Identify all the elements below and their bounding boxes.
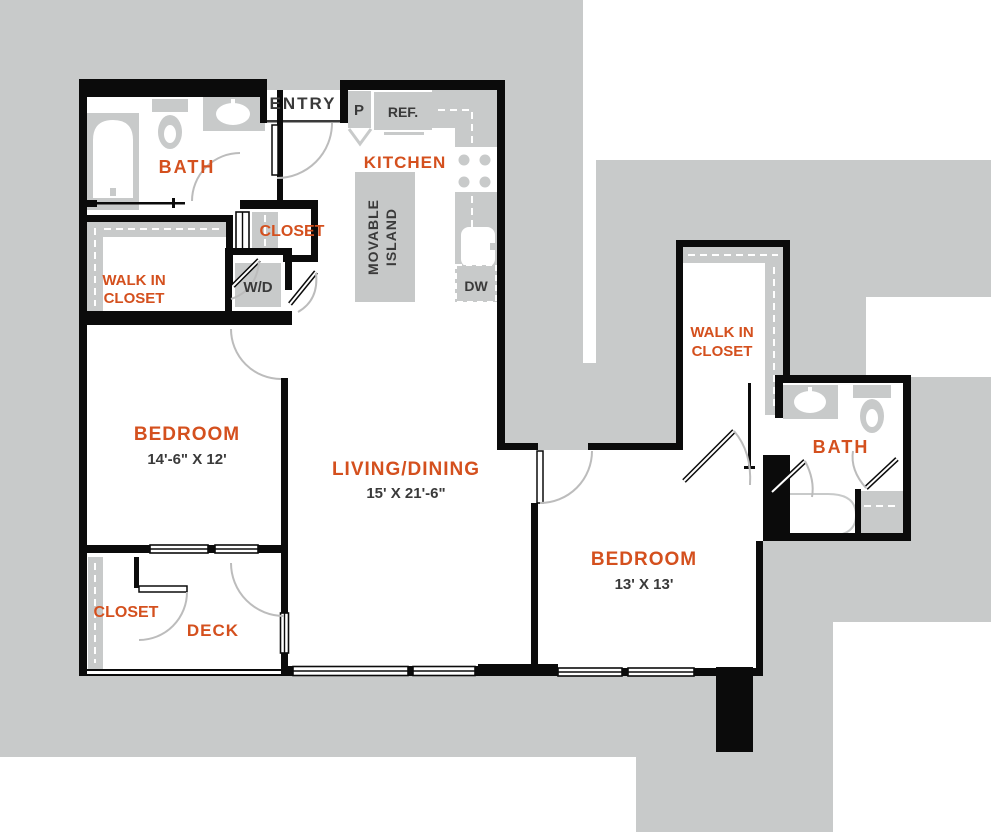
bath-1-label: BATH: [159, 157, 216, 177]
pantry-cabinet: [347, 91, 373, 147]
bathtub-1: [87, 113, 139, 210]
windows-layer: [149, 544, 695, 677]
refrigerator-box: [374, 92, 432, 135]
linen-closet-door: [851, 450, 899, 490]
bedroom-1-door-arc: [230, 328, 282, 380]
living-dining-label: LIVING/DINING: [332, 459, 480, 480]
sink-1: [203, 97, 265, 131]
dishwasher-label: DW: [464, 278, 488, 294]
island-label-line2: ISLAND: [383, 208, 399, 266]
closet-2-door: [138, 585, 188, 641]
entry-label: ENTRY: [270, 94, 337, 113]
walk-in-closet-1-label-line1: WALK IN: [102, 272, 165, 289]
room-interiors: [87, 90, 903, 670]
deck-door-arc: [230, 562, 285, 617]
stove: [452, 147, 497, 192]
bath-1-door-arc: [191, 152, 241, 202]
bath-2-door: [770, 459, 814, 498]
bedroom-1-label: BEDROOM: [134, 424, 240, 445]
hall-closet-label: CLOSET: [260, 223, 325, 240]
refrigerator-label: REF.: [388, 104, 418, 120]
walls-layer: [79, 79, 911, 752]
kitchen-label: KITCHEN: [364, 153, 447, 172]
bedroom-2-label: BEDROOM: [591, 549, 697, 570]
walk-in-closet-2-label-line1: WALK IN: [690, 324, 753, 341]
walk-in-closet-1-door: [230, 258, 261, 300]
washer-dryer-label: W/D: [243, 279, 272, 296]
bedroom-1-dimensions: 14'-6" X 12': [147, 451, 226, 468]
bath-2-label: BATH: [813, 437, 870, 457]
toilet-2: [853, 385, 891, 433]
island-label-line1: MOVABLE: [365, 199, 381, 275]
deck-label: DECK: [187, 621, 239, 640]
dishwasher-box: [455, 264, 497, 303]
bedroom-2-dimensions: 13' X 13': [615, 576, 674, 593]
doors-layer: [138, 122, 899, 641]
washer-dryer-door: [288, 270, 318, 313]
walk-in-closet-2-label-line2: CLOSET: [692, 343, 753, 360]
walk-in-closet-1-shelves: [87, 222, 226, 311]
toilet-1: [152, 99, 188, 149]
linen-closet: [861, 491, 903, 535]
walk-in-closet-1-label-line2: CLOSET: [104, 290, 165, 307]
bedroom-2-door: [536, 450, 593, 504]
kitchen-sink: [461, 227, 499, 267]
entry-door: [271, 122, 333, 179]
hall-closet-shelf: [235, 211, 278, 255]
pantry-label: P: [354, 102, 364, 119]
closet-2-shelf: [88, 557, 103, 669]
closet-2-label: CLOSET: [94, 604, 159, 621]
walk-in-closet-2-door: [682, 429, 752, 486]
living-dining-dimensions: 15' X 21'-6": [366, 485, 445, 502]
movable-island-box: [355, 172, 415, 302]
labels-layer: ENTRY P REF. KITCHEN MOVABLE ISLAND DW B…: [94, 94, 870, 640]
sink-2: [783, 385, 838, 419]
